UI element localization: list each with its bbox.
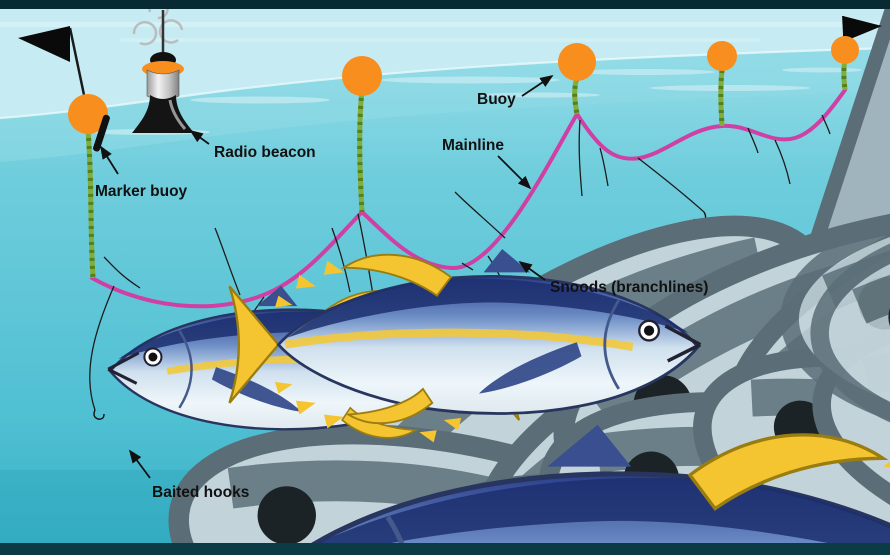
label-buoy: Buoy [477, 91, 516, 108]
beacon-base [132, 95, 194, 133]
sky-streak [120, 38, 760, 42]
snood-line [821, 114, 831, 135]
snood-line [89, 285, 115, 411]
snood-line [774, 139, 791, 185]
snood-line [214, 227, 241, 296]
snoods-arrow [518, 260, 546, 281]
snood-line [747, 127, 759, 154]
rope [572, 77, 580, 115]
buoy-float [558, 43, 596, 81]
buoy-float [342, 56, 382, 96]
rope [718, 69, 725, 127]
buoy-float [831, 36, 859, 64]
snood-line [331, 227, 351, 293]
label-mainline: Mainline [442, 137, 504, 154]
flag-icon [18, 26, 70, 62]
bottom-border-strip [0, 543, 890, 555]
radio-beacon-arrow [189, 129, 210, 145]
rope [85, 129, 96, 279]
baited-hook-icon [93, 409, 105, 420]
buoy-float [707, 41, 737, 71]
label-marker-buoy: Marker buoy [95, 183, 188, 200]
radio-beacon-group [132, 0, 194, 133]
snood-line [578, 119, 583, 197]
label-radio-beacon: Radio beacon [214, 144, 316, 161]
rope [357, 89, 365, 213]
buoy-weight [93, 114, 110, 152]
beacon-body [146, 69, 180, 101]
top-border-strip [0, 0, 890, 9]
surface-light-band [0, 48, 890, 162]
snood-line [637, 157, 705, 213]
marker-buoy-group [18, 26, 110, 152]
sky-streak [0, 22, 890, 27]
flag-icon [843, 16, 882, 42]
label-baited-hooks: Baited hooks [152, 484, 249, 501]
snood-line [103, 256, 141, 289]
beacon-highlight [168, 99, 187, 130]
buoy-arrow [521, 75, 554, 97]
label-snoods: Snoods (branchlines) [550, 279, 708, 296]
mainline-path [90, 88, 847, 309]
marker-buoy-float [68, 94, 108, 134]
annotations: Marker buoy Radio beacon Buoy Mainline S… [95, 75, 708, 501]
rope [841, 59, 848, 91]
baited-hooks-arrow [128, 449, 151, 479]
buoys [342, 15, 882, 96]
mainline-arrow [497, 155, 532, 190]
snood-line [454, 191, 506, 239]
marker-buoy-arrow [100, 145, 119, 175]
snood-line [599, 147, 609, 187]
flag-buoy-group [831, 15, 882, 64]
snood-line [461, 262, 474, 271]
